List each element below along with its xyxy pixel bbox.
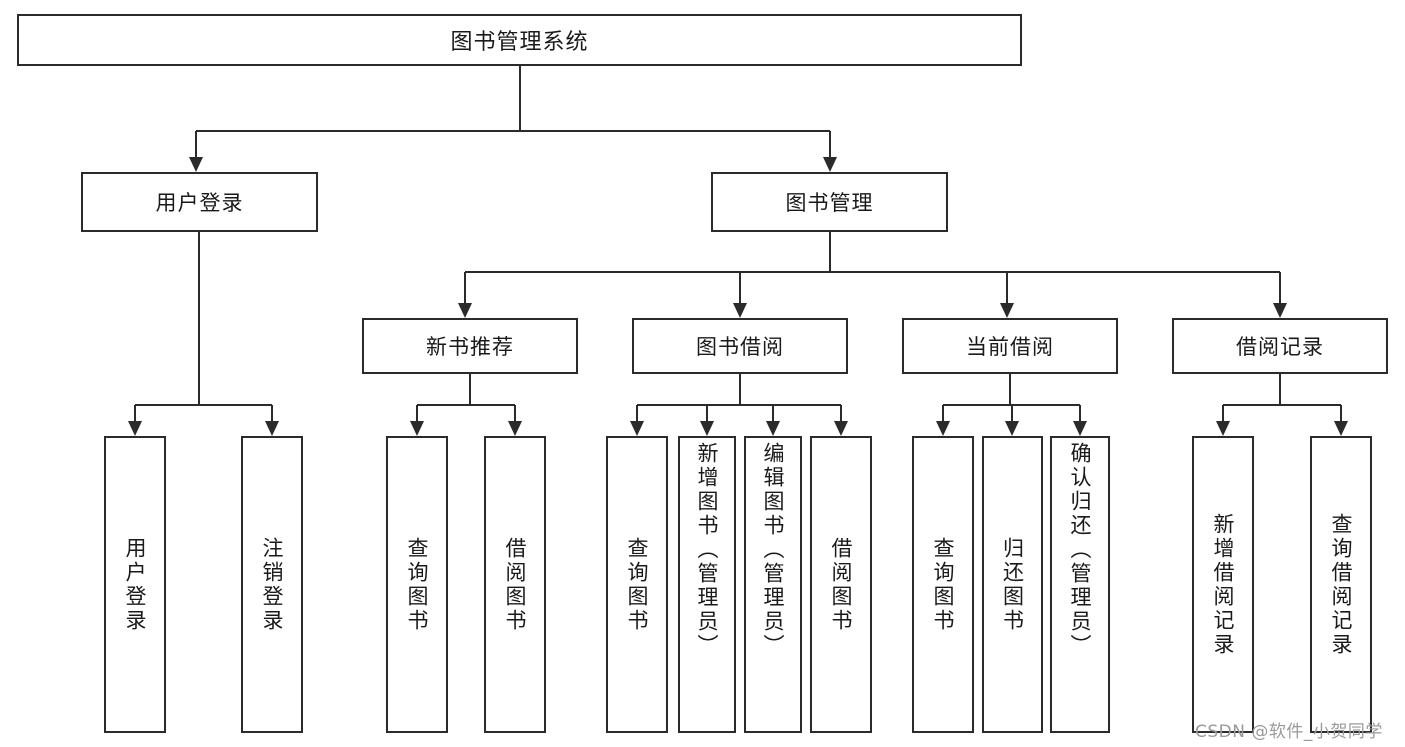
node-leaf-confirm-return: 确认归还（管理员） xyxy=(1050,436,1110,733)
node-root: 图书管理系统 xyxy=(17,14,1022,66)
node-book-manage: 图书管理 xyxy=(711,172,948,232)
arrow-head-icon xyxy=(766,421,780,436)
arrow-head-icon xyxy=(1334,421,1348,436)
arrow-head-icon xyxy=(1273,303,1287,318)
arrow-head-icon xyxy=(1005,421,1019,436)
node-borrow-record: 借阅记录 xyxy=(1172,318,1388,374)
arrow-head-icon xyxy=(834,421,848,436)
node-book-borrow: 图书借阅 xyxy=(632,318,848,374)
arrow-head-icon xyxy=(630,421,644,436)
node-leaf-query-book-rec: 查询图书 xyxy=(386,436,448,733)
node-leaf-logout: 注销登录 xyxy=(241,436,303,733)
arrow-head-icon xyxy=(936,421,950,436)
node-new-book-rec: 新书推荐 xyxy=(362,318,578,374)
node-leaf-query-book-borrow: 查询图书 xyxy=(606,436,668,733)
node-leaf-add-borrow-record: 新增借阅记录 xyxy=(1192,436,1254,733)
arrow-head-icon xyxy=(410,421,424,436)
arrow-head-icon xyxy=(189,157,203,172)
node-leaf-query-book-current: 查询图书 xyxy=(912,436,974,733)
node-user-login: 用户登录 xyxy=(81,172,318,232)
arrow-head-icon xyxy=(1000,303,1014,318)
node-leaf-borrow-book: 借阅图书 xyxy=(810,436,872,733)
node-leaf-return-book: 归还图书 xyxy=(982,436,1043,733)
arrow-head-icon xyxy=(1216,421,1230,436)
node-leaf-query-borrow-record: 查询借阅记录 xyxy=(1310,436,1372,733)
node-leaf-add-book: 新增图书（管理员） xyxy=(678,436,736,733)
arrow-head-icon xyxy=(823,157,837,172)
arrow-head-icon xyxy=(508,421,522,436)
arrow-head-icon xyxy=(128,421,142,436)
arrow-head-icon xyxy=(733,303,747,318)
arrow-head-icon xyxy=(1073,421,1087,436)
node-leaf-edit-book: 编辑图书（管理员） xyxy=(744,436,802,733)
node-current-borrow: 当前借阅 xyxy=(902,318,1118,374)
node-leaf-borrow-book-rec: 借阅图书 xyxy=(484,436,546,733)
node-leaf-user-login: 用户登录 xyxy=(104,436,166,733)
arrow-head-icon xyxy=(458,303,472,318)
arrow-head-icon xyxy=(700,421,714,436)
arrow-head-icon xyxy=(265,421,279,436)
csdn-watermark: CSDN @软件_小贺同学 xyxy=(1195,722,1383,742)
